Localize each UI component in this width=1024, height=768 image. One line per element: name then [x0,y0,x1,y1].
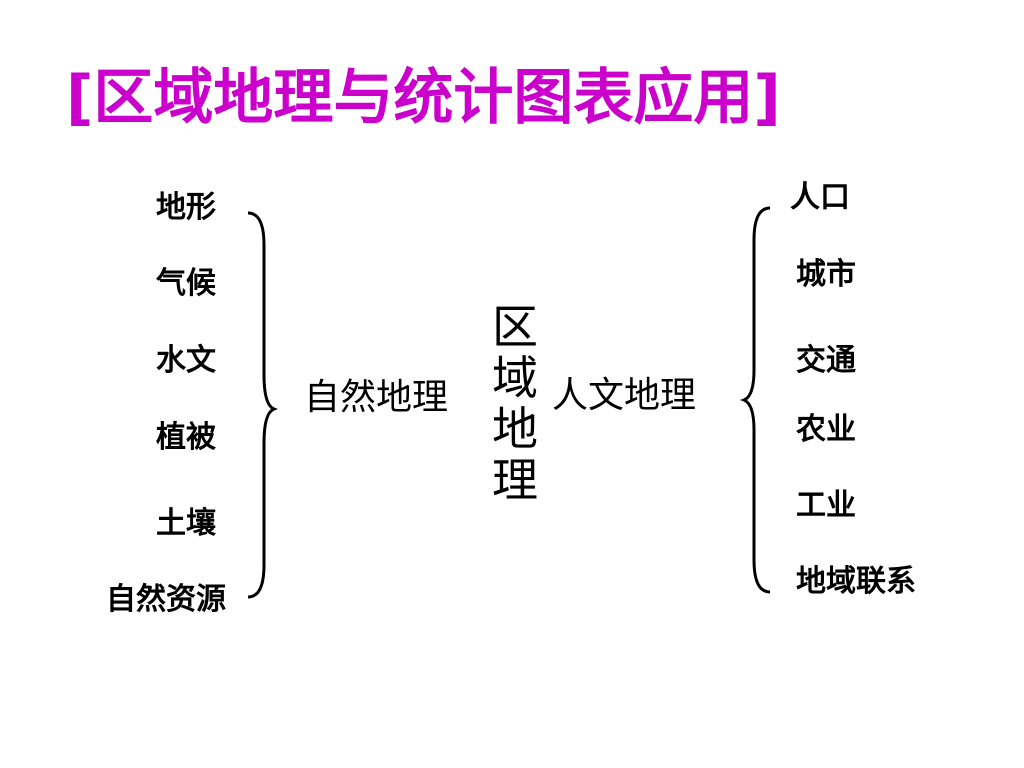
natural-item: 气候 [156,266,216,301]
natural-item: 地形 [156,190,216,225]
human-item: 地域联系 [796,564,916,599]
center-char: 域 [492,351,538,405]
center-char: 区 [492,300,538,354]
regional-geography-label: 区 域 地 理 [487,302,543,506]
center-char: 地 [492,402,538,456]
left-brace [247,211,279,599]
human-item: 工业 [796,488,856,523]
human-item: 交通 [796,343,856,378]
natural-item: 植被 [156,420,216,455]
human-item: 人口 [790,180,850,215]
natural-geography-label: 自然地理 [304,377,449,418]
natural-item: 土壤 [156,506,216,541]
slide-title: [区域地理与统计图表应用] [66,63,781,133]
human-geography-label: 人文地理 [552,375,697,416]
center-char: 理 [492,453,538,507]
natural-item: 自然资源 [106,582,226,617]
human-item: 农业 [796,412,856,447]
right-brace [739,206,771,594]
natural-item: 水文 [156,343,216,378]
human-item: 城市 [796,257,856,292]
